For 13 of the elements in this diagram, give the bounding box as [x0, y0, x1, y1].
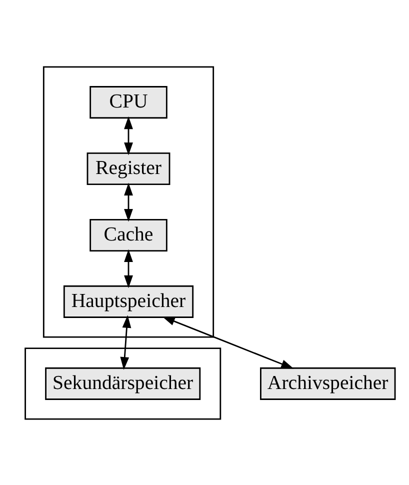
node-box: Hauptspeicher	[63, 284, 194, 318]
cluster	[24, 347, 222, 420]
node-box: Register	[86, 152, 170, 185]
arrow	[124, 248, 133, 288]
arrow	[162, 316, 294, 368]
cluster	[42, 66, 214, 338]
arrow	[120, 314, 132, 370]
node-box: CPU	[90, 86, 168, 118]
arrow	[124, 182, 133, 222]
node-box: Cache	[90, 218, 168, 251]
arrow	[124, 116, 133, 155]
node-box: Sekundärspeicher	[45, 366, 201, 400]
node-box: Archivspeicher	[260, 366, 396, 400]
